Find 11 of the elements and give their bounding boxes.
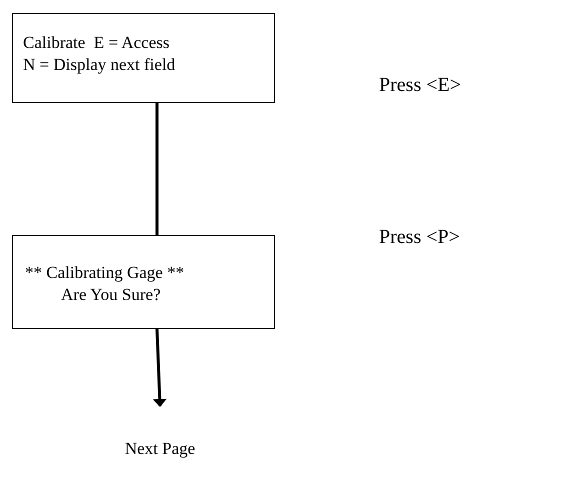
- box-text: Are You Sure?: [60, 284, 162, 306]
- arrow: [152, 328, 167, 407]
- box-text: N = Display next field: [22, 54, 176, 76]
- box-text: Calibrate E = Access: [22, 32, 170, 54]
- process-box: [12, 13, 275, 103]
- instruction-text: Press <E>: [379, 73, 462, 98]
- node-label: Next Page: [124, 438, 196, 460]
- connector-line: [156, 103, 158, 235]
- box-text: ** Calibrating Gage **: [24, 262, 186, 284]
- process-box: [12, 235, 275, 329]
- instruction-text: Press <P>: [379, 225, 460, 250]
